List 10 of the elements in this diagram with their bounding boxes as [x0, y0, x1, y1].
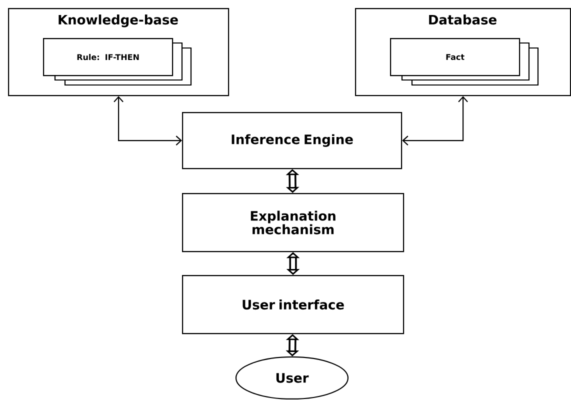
process-box: Explanation mechanism: [182, 192, 404, 252]
arrow: [114, 96, 182, 146]
double-arrow: [286, 252, 300, 275]
double-arrow: [286, 169, 300, 193]
arrow: [402, 96, 468, 146]
stacked-card: Rule: IF-THEN: [43, 38, 192, 86]
stacked-card: Fact: [390, 38, 539, 86]
double-arrow: [286, 334, 300, 356]
process-box: User interface: [182, 274, 404, 334]
process-box: Inference Engine: [182, 112, 402, 170]
